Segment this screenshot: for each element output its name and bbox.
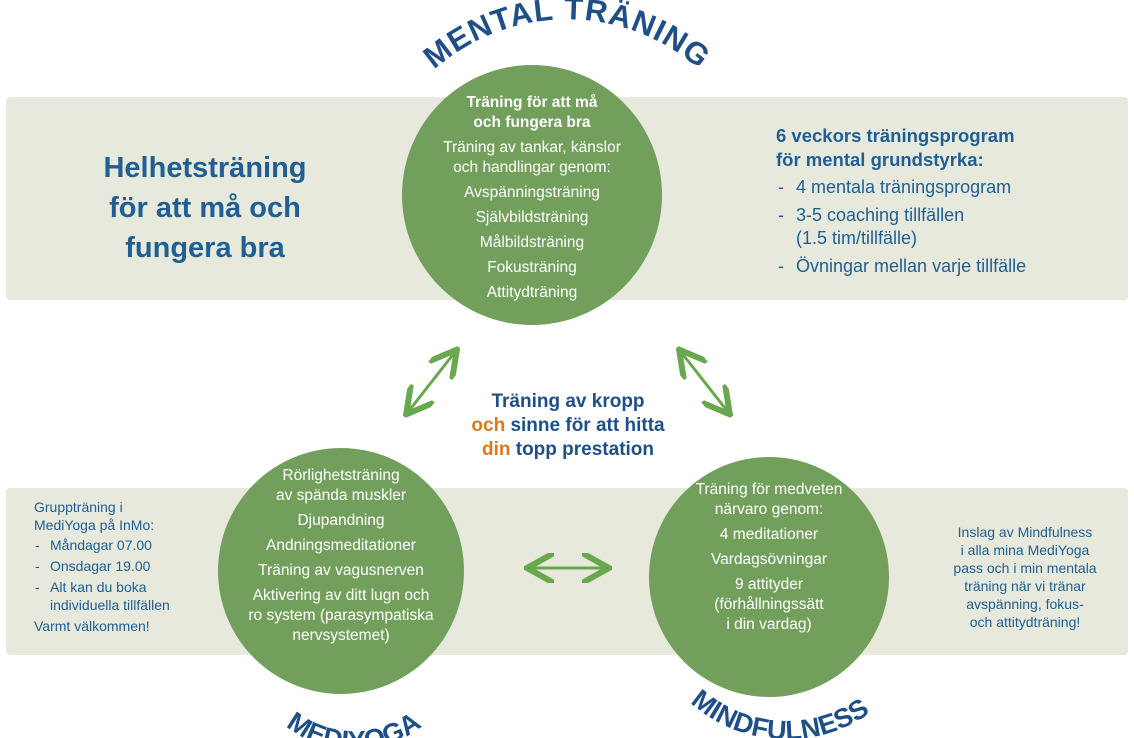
center-tagline: Träning av kropp och sinne för att hitta… xyxy=(471,391,665,460)
mental-item: Målbildsträning xyxy=(479,234,585,251)
mediyoga-title: MEDIYOGA xyxy=(282,706,426,738)
mediyoga-circle: Rörlighetsträning av spända muskler Djup… xyxy=(218,448,464,694)
schedule-item: Måndagar 07.00 xyxy=(34,536,204,554)
mindfulness-info: Inslag av Mindfulness i alla mina MediYo… xyxy=(953,524,1097,630)
schedule-item: Onsdagar 19.00 xyxy=(34,557,204,575)
program-item: 4 mentala träningsprogram xyxy=(776,176,1116,199)
schedule-item: Alt kan du boka individuella tillfällen xyxy=(34,578,204,614)
program-item: Övningar mellan varje tillfälle xyxy=(776,255,1116,278)
mental-title: MENTAL TRÄNING xyxy=(417,0,717,75)
mental-line-1: Träning av tankar, känslor xyxy=(443,139,621,156)
arrow-mental-mindfulness xyxy=(681,352,728,412)
schedule-list: Måndagar 07.00 Onsdagar 19.00 Alt kan du… xyxy=(34,536,204,614)
mental-item: Avspänningsträning xyxy=(464,184,600,201)
mental-item: Attitydträning xyxy=(486,284,578,301)
mental-heading-1: Träning för att må xyxy=(466,94,598,111)
program-item: 3-5 coaching tillfällen (1.5 tim/tillfäl… xyxy=(776,204,1116,250)
program-list: 4 mentala träningsprogram 3-5 coaching t… xyxy=(776,176,1116,278)
arrow-mental-mediyoga xyxy=(408,352,455,412)
group-training-info: Gruppträning i MediYoga på InMo: Måndaga… xyxy=(34,498,204,635)
mental-item: Fokusträning xyxy=(487,259,577,276)
mental-heading-2: och fungera bra xyxy=(473,114,591,131)
mental-item: Självbildsträning xyxy=(475,209,589,226)
mindfulness-circle: Träning för medveten närvaro genom: 4 me… xyxy=(649,457,889,697)
program-info: 6 veckors träningsprogram för mental gru… xyxy=(776,124,1116,283)
mental-line-2: och handlingar genom: xyxy=(453,159,611,176)
mental-circle: Träning för att må och fungera bra Träni… xyxy=(402,65,662,325)
welcome-text: Varmt välkommen! xyxy=(34,618,150,634)
left-title: Helhetsträning för att må och fungera br… xyxy=(103,152,307,264)
